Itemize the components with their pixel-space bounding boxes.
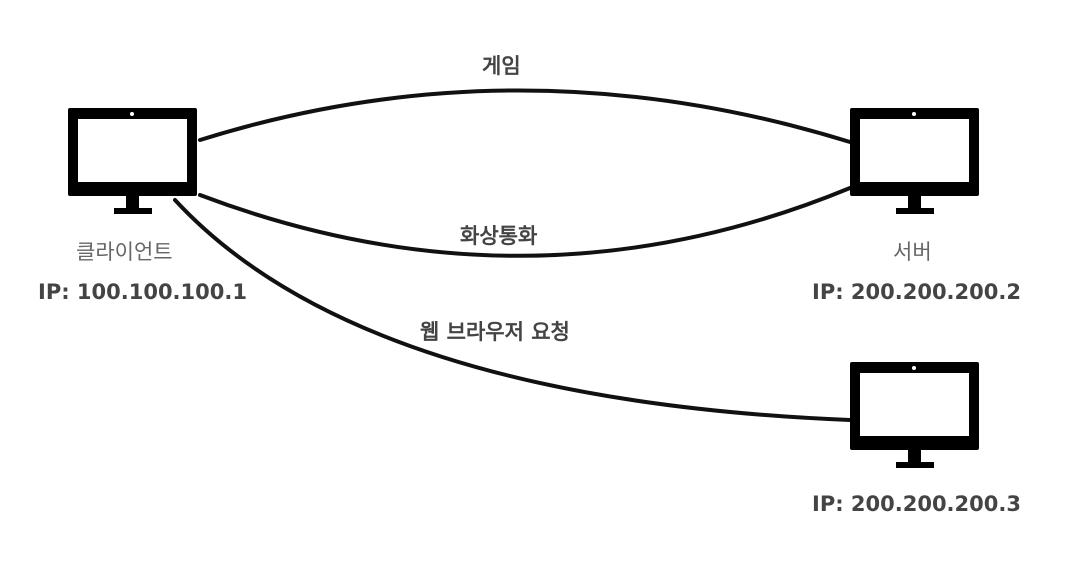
server2-monitor-icon bbox=[850, 362, 979, 468]
client-ip: IP: 100.100.100.1 bbox=[38, 280, 247, 304]
edge-web-request-line bbox=[173, 198, 852, 422]
edge-label-game: 게임 bbox=[482, 54, 521, 78]
edge-game-line bbox=[198, 88, 852, 144]
edge-label-video-call: 화상통화 bbox=[460, 224, 538, 248]
server-monitor-icon bbox=[850, 108, 979, 214]
client-name: 클라이언트 bbox=[76, 240, 173, 264]
edge-video-call-line bbox=[198, 186, 852, 258]
server-name: 서버 bbox=[893, 240, 932, 264]
server2-ip: IP: 200.200.200.3 bbox=[812, 492, 1021, 516]
edge-label-web-request: 웹 브라우저 요청 bbox=[420, 320, 570, 344]
client-monitor-icon bbox=[68, 108, 197, 214]
server-ip: IP: 200.200.200.2 bbox=[812, 280, 1021, 304]
